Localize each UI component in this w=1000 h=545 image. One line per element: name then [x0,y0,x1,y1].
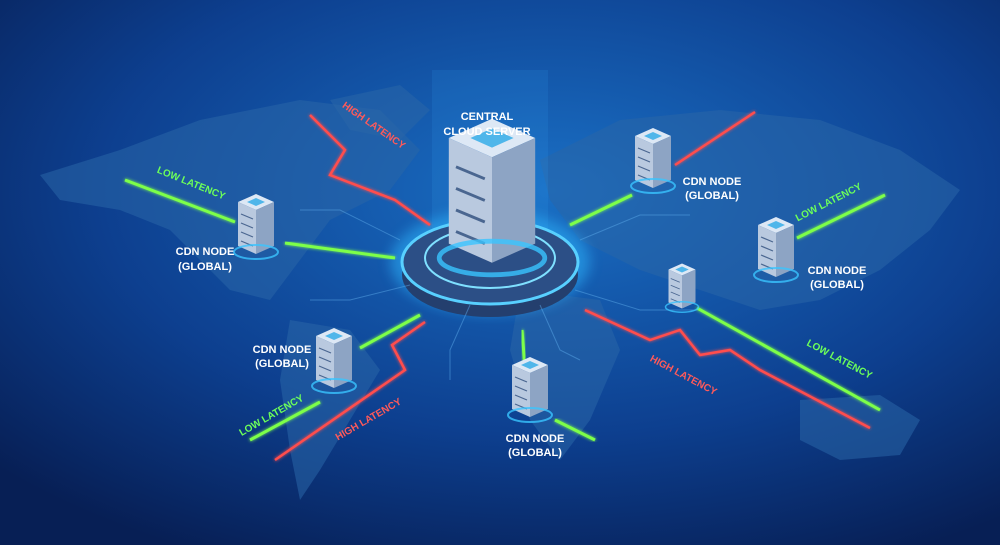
high-latency-path-bottomright [584,308,871,430]
africa [510,290,620,460]
circuit-traces [300,209,700,380]
cdn-label-1: CDN NODE [176,246,235,258]
central-cloud-server[interactable]: CENTRAL CLOUD SERVER [390,70,590,317]
low-latency-arrow-topright-cdn-central [569,193,633,227]
cdn-node-asia[interactable]: CDN NODE (GLOBAL) [753,216,867,291]
cdn-label-1: CDN NODE [506,433,565,445]
cdn-label-1: CDN NODE [253,344,312,356]
world-map [40,85,960,500]
high-latency-arrow-topright [674,110,756,167]
cdn-label-2: (GLOBAL) [178,261,232,273]
greenland [330,85,430,140]
cdn-node-africa[interactable]: CDN NODE (GLOBAL) [506,356,565,459]
central-label-2: CLOUD SERVER [443,126,530,138]
central-label-1: CENTRAL [461,111,514,123]
high-latency-path-bottomleft [274,320,426,462]
cdn-label-1: CDN NODE [683,176,742,188]
low-latency-arrow-right-cdn-user [796,193,886,240]
cdn-node-south-america[interactable]: CDN NODE (GLOBAL) [253,327,357,394]
cdn-label-2: (GLOBAL) [685,190,739,202]
low-latency-arrow-bottom-cdn-user [554,418,596,442]
cdn-label-2: (GLOBAL) [255,358,309,370]
low-latency-arrow-na-user [124,178,236,224]
low-latency-arrow-na-central [284,241,396,260]
cdn-node-europe[interactable]: CDN NODE (GLOBAL) [630,127,742,202]
connections [124,110,886,462]
low-latency-arrow-small-node-user [696,306,881,412]
north-america [40,100,420,300]
cdn-label-1: CDN NODE [808,265,867,277]
australia [800,395,920,460]
high-latency-path-top-user [309,114,431,227]
cdn-label-2: (GLOBAL) [508,447,562,459]
south-america [280,320,380,500]
low-latency-arrow-bl-user-sa [249,400,321,442]
cdn-node-north-america[interactable]: CDN NODE (GLOBAL) [176,193,279,273]
cdn-label-2: (GLOBAL) [810,279,864,291]
low-latency-arrow-sa-central [359,313,421,350]
